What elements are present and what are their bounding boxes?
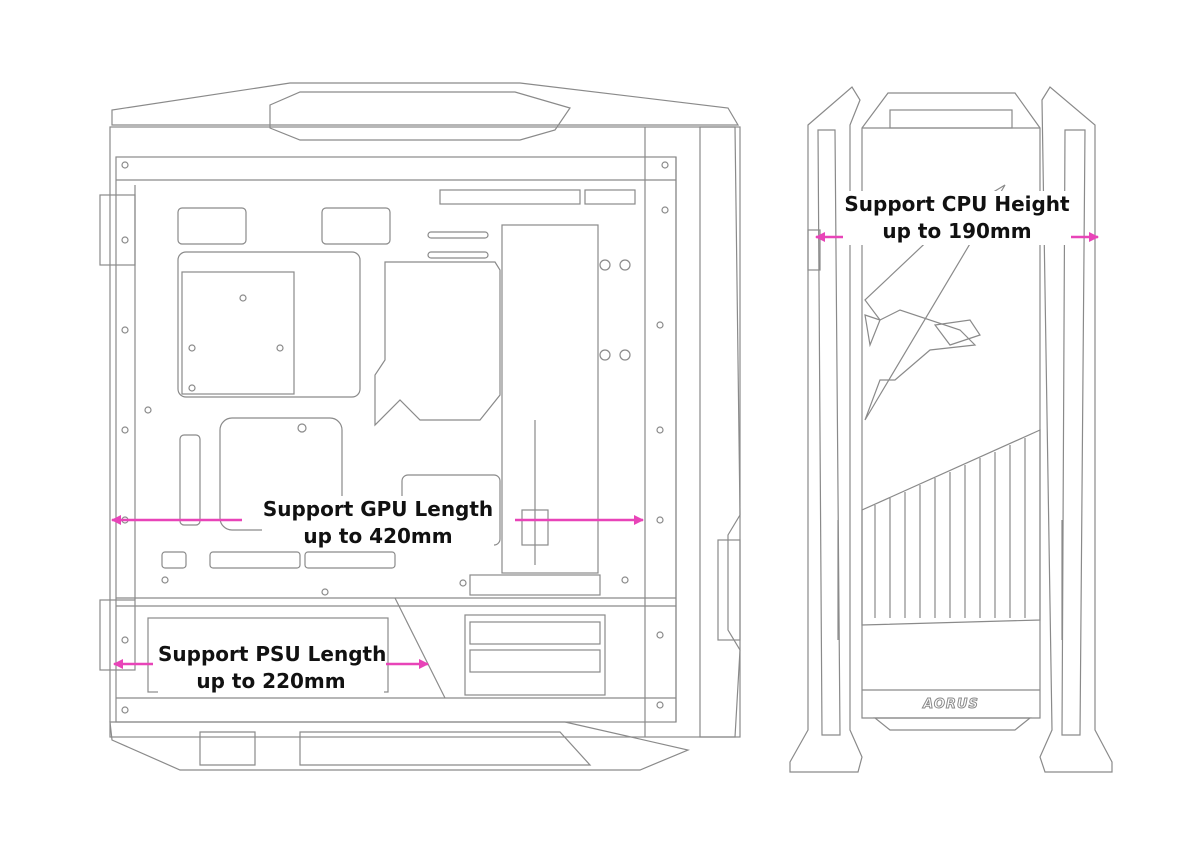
aorus-logo: AORUS [922,697,979,712]
side-top-cover [111,82,740,126]
side-view [99,82,741,771]
dimension-arrows [111,232,1099,669]
grille-slats [874,438,1026,618]
psu-label-line2: up to 220mm [196,669,346,693]
psu-label-line1: Support PSU Length [158,642,387,666]
gpu-label-line2: up to 420mm [303,524,453,548]
psu-length-label: Support PSU Length up to 220mm [158,641,387,695]
drive-cage [464,614,606,696]
front-view [789,86,1113,773]
side-front-panel [699,126,741,738]
side-top-handle [269,91,571,141]
gpu-label-line1: Support GPU Length [262,497,494,521]
gpu-length-label: Support GPU Length up to 420mm [262,496,494,550]
aorus-emblem [864,184,1006,421]
front-right-pillar [1039,86,1113,773]
screw-holes [121,161,669,714]
cpu-label-line1: Support CPU Height [844,192,1070,216]
tray-center-cutout [374,261,501,427]
tray-cutout-2 [321,207,391,245]
side-base [109,721,690,771]
cpu-height-label: Support CPU Height up to 190mm [843,191,1071,245]
gpu-bracket [501,224,599,574]
cpu-label-line2: up to 190mm [882,219,1032,243]
front-left-pillar [789,86,863,773]
tray-cpu-cutout [177,251,361,398]
front-mesh-grille [861,429,1041,626]
tray-cutout-1 [177,207,247,245]
side-outer-frame [109,126,741,738]
